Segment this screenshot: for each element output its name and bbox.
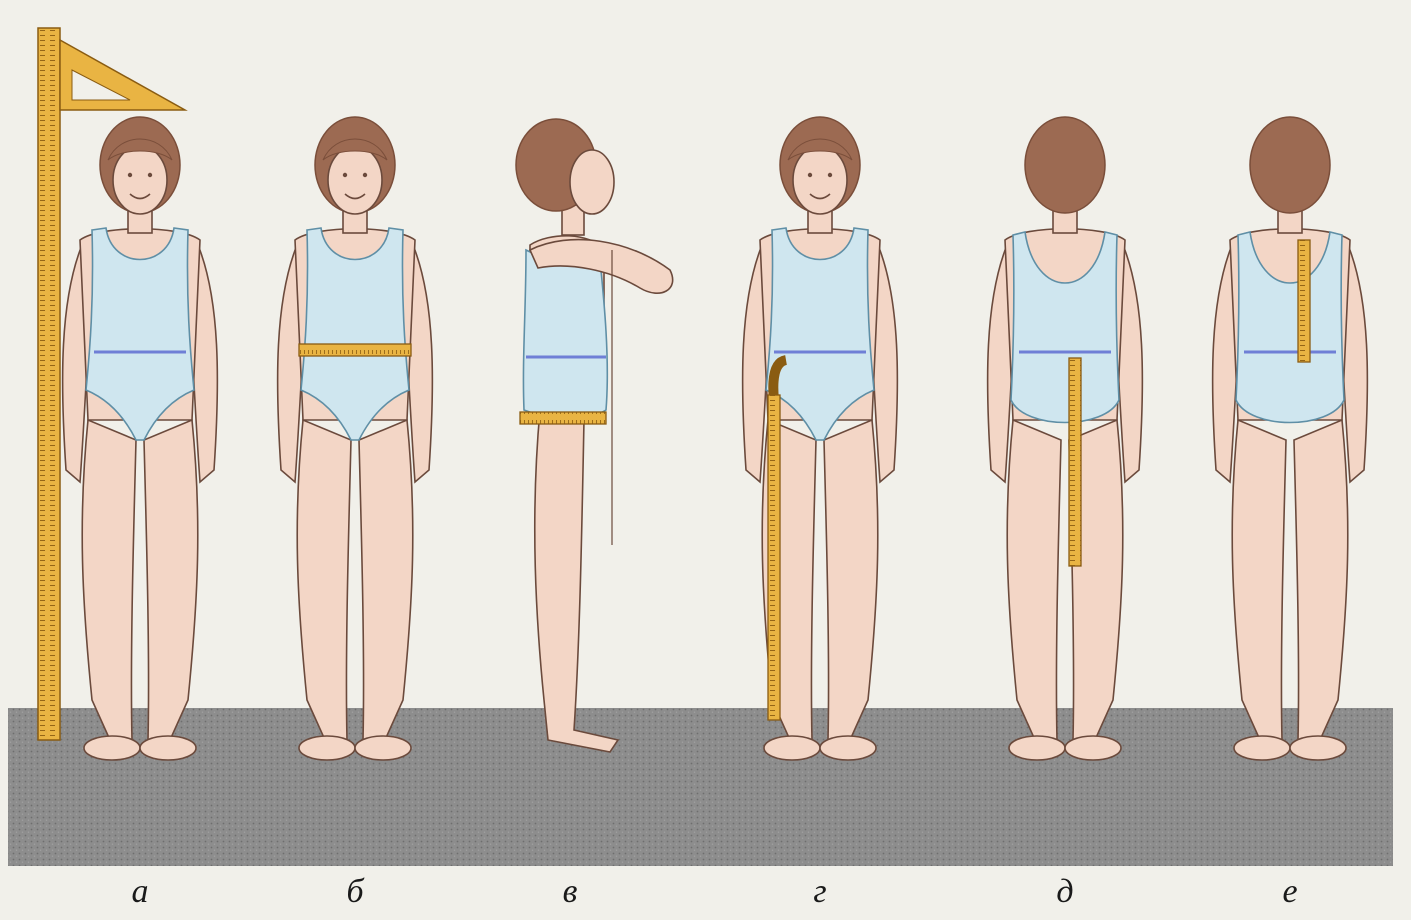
face [113,146,167,214]
figure-label-1: а [110,872,170,912]
right-foot [355,736,411,760]
left-foot [1234,736,1290,760]
figure-label-5: д [1035,872,1095,912]
figure-label-3: в [540,872,600,912]
right-foot [820,736,876,760]
left-foot [764,736,820,760]
right-foot [1290,736,1346,760]
face [793,146,847,214]
waist-tape [299,344,411,356]
right-leg [824,420,878,740]
side-length-tape [768,395,780,720]
figure-4 [743,117,898,760]
hair [1250,117,1330,213]
face [570,150,614,214]
left-leg [1007,420,1061,740]
figure-label-4: г [790,872,850,912]
floor [8,708,1393,866]
right-eye [363,173,367,177]
face [328,146,382,214]
left-eye [128,173,132,177]
hip-tape [520,412,606,424]
height-rod [38,28,60,740]
figure-label-2: б [325,872,385,912]
left-eye [808,173,812,177]
left-foot [1009,736,1065,760]
figure-5 [988,117,1143,760]
left-leg [297,420,351,740]
right-eye [148,173,152,177]
left-foot [299,736,355,760]
side-leg [535,410,618,752]
left-eye [343,173,347,177]
figure-1 [38,28,217,760]
left-leg [1232,420,1286,740]
swimsuit [523,250,607,418]
back-waist-tape [1298,240,1310,362]
right-leg [1294,420,1348,740]
figure-label-6: е [1260,872,1320,912]
right-eye [828,173,832,177]
figure-6 [1213,117,1368,760]
right-foot [140,736,196,760]
figure-2 [278,117,433,760]
right-leg [359,420,413,740]
back-length-tape [1069,358,1081,566]
right-leg [144,420,198,740]
hair [1025,117,1105,213]
left-leg [82,420,136,740]
left-foot [84,736,140,760]
figure-3 [516,119,673,752]
right-foot [1065,736,1121,760]
